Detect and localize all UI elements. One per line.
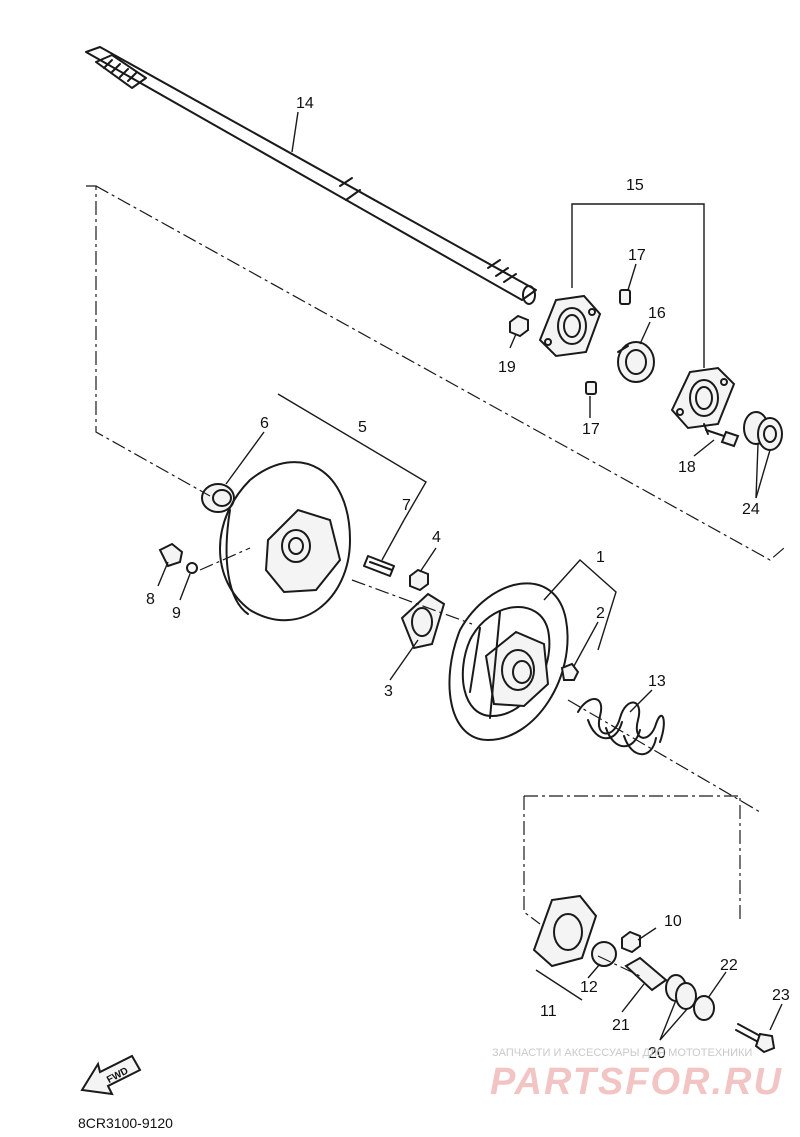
callout-10: 10 xyxy=(664,913,682,930)
callout-17-bottom: 17 xyxy=(582,421,600,438)
callout-2: 2 xyxy=(596,605,605,622)
callout-1: 1 xyxy=(596,549,605,566)
spacer-6 xyxy=(201,483,235,513)
callout-16: 16 xyxy=(648,305,666,322)
movable-sheave-1 xyxy=(448,582,569,741)
callout-12: 12 xyxy=(580,979,598,996)
callout-11: 11 xyxy=(540,1003,557,1020)
callout-4: 4 xyxy=(432,529,441,546)
callout-19: 19 xyxy=(498,359,516,376)
bearing-16 xyxy=(617,341,655,383)
forward-arrow: FWD xyxy=(80,1054,142,1096)
group-bracket-11 xyxy=(535,969,583,1001)
bearing-housing-left xyxy=(538,294,602,358)
callout-5: 5 xyxy=(358,419,367,436)
collar-21 xyxy=(624,956,668,992)
callout-8: 8 xyxy=(146,591,155,608)
set-screw-17-top xyxy=(619,289,631,305)
watermark: ЗАПЧАСТИ И АКСЕССУАРЫ ДЛЯ МОТОТЕХНИКИ PA… xyxy=(490,1047,783,1103)
leader-lines xyxy=(157,111,783,1041)
bushing-12 xyxy=(591,941,617,967)
callout-7: 7 xyxy=(402,497,411,514)
nut-4 xyxy=(409,568,429,592)
gasket-3 xyxy=(400,592,446,650)
callout-14: 14 xyxy=(296,95,314,112)
watermark-brand: PARTSFOR.RU xyxy=(490,1061,783,1103)
diagram-code: 8CR3100-9120 xyxy=(78,1115,173,1131)
nut-19 xyxy=(509,314,529,338)
group-bracket-5 xyxy=(277,393,427,521)
washer-9 xyxy=(186,562,198,574)
callout-21: 21 xyxy=(612,1017,630,1034)
cam-cover-11 xyxy=(532,894,598,968)
callout-numbers: 1 2 3 4 5 6 7 8 9 10 11 12 13 14 15 16 1… xyxy=(146,95,790,1062)
washer-22 xyxy=(693,995,715,1021)
callout-6: 6 xyxy=(260,415,269,432)
bearing-housing-right xyxy=(670,366,736,430)
fixed-sheave-5 xyxy=(219,461,351,622)
group-bracket-15 xyxy=(571,203,705,368)
bolt-23 xyxy=(735,1023,776,1054)
callout-13: 13 xyxy=(648,673,666,690)
callout-22: 22 xyxy=(720,957,738,974)
watermark-tagline: ЗАПЧАСТИ И АКСЕССУАРЫ ДЛЯ МОТОТЕХНИКИ xyxy=(492,1047,752,1059)
callout-23: 23 xyxy=(772,987,790,1004)
callout-24: 24 xyxy=(742,501,760,518)
bolt-2 xyxy=(560,662,580,681)
secondary-shaft xyxy=(85,46,537,305)
callout-9: 9 xyxy=(172,605,181,622)
nut-10 xyxy=(621,930,641,954)
callout-18: 18 xyxy=(678,459,696,476)
callout-15: 15 xyxy=(626,177,644,194)
callout-3: 3 xyxy=(384,683,393,700)
set-screw-17-bottom xyxy=(585,381,597,395)
bolt-18 xyxy=(703,423,740,448)
cushion-24 xyxy=(743,411,783,451)
assembly-lines xyxy=(86,185,785,977)
bushing-20 xyxy=(665,974,697,1010)
stud-7 xyxy=(363,555,395,577)
callout-17-top: 17 xyxy=(628,247,646,264)
spring-13 xyxy=(577,698,665,756)
bolt-8 xyxy=(158,542,184,568)
callout-20: 20 xyxy=(648,1045,666,1062)
group-bracket-1 xyxy=(543,559,617,651)
